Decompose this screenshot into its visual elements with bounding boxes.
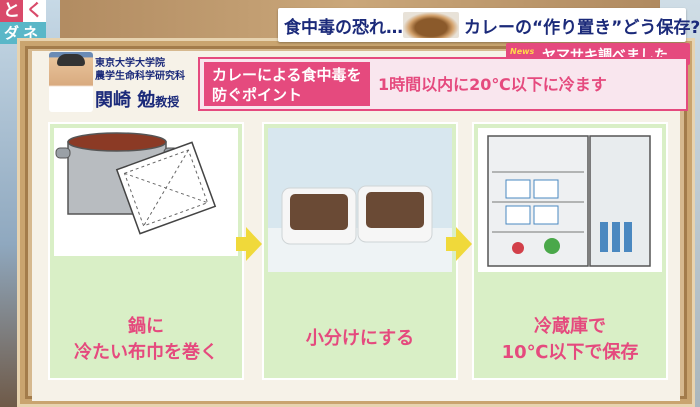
headline-label-line1: カレーによる食中毒を [212,66,362,84]
step-2-caption: 小分けにする [305,328,415,349]
logo-char-2: く [23,0,46,22]
logo-char-1: と [0,0,23,22]
step-panel-3: 冷蔵庫で 10℃以下で保存 [472,122,668,380]
headline-label-line2: 防ぐポイント [212,86,303,104]
step-1-caption-line2: 冷たい布巾を巻く [74,342,218,363]
professor-card: 東京大学大学院 農学生命科学研究科 関崎 勉教授 [49,52,197,114]
curry-thumbnail [403,12,459,38]
refrigerator-icon [478,128,662,272]
headline-box: カレーによる食中毒を 防ぐポイント 1時間以内に20℃以下に冷ます [198,57,688,111]
step-3-caption-line1: 冷蔵庫で [534,316,606,337]
professor-name: 関崎 勉教授 [95,86,179,112]
step-panel-2: 小分けにする [262,122,458,380]
step-1-illustration [54,128,238,272]
banner-text-2: カレーの“作り置き”どう保存? [464,18,700,38]
professor-org-line2: 農学生命科学研究科 [95,71,185,82]
pot-with-cloth-icon [54,128,238,272]
step-panel-1: 鍋に 冷たい布巾を巻く [48,122,244,380]
news-badge: News [510,47,535,56]
professor-avatar [49,52,93,112]
headline-label: カレーによる食中毒を 防ぐポイント [204,62,370,106]
portioned-containers-icon [268,128,452,272]
arrow-right-icon [236,227,262,261]
professor-org-line1: 東京大学大学院 [95,58,165,69]
professor-name-text: 関崎 勉 [95,90,156,111]
arrow-right-icon [446,227,472,261]
banner-text-1: 食中毒の恐れ… [284,18,403,38]
step-1-caption-line1: 鍋に [128,316,164,337]
topic-banner: 食中毒の恐れ… カレーの“作り置き”どう保存? [278,8,700,42]
professor-title: 教授 [155,95,180,109]
step-2-photo [268,128,452,272]
program-logo: と く ダネ [0,0,46,44]
step-3-illustration [478,128,662,272]
step-3-caption-line2: 10℃以下で保存 [501,342,639,363]
headline-rule: 1時間以内に20℃以下に冷ます [378,75,607,94]
